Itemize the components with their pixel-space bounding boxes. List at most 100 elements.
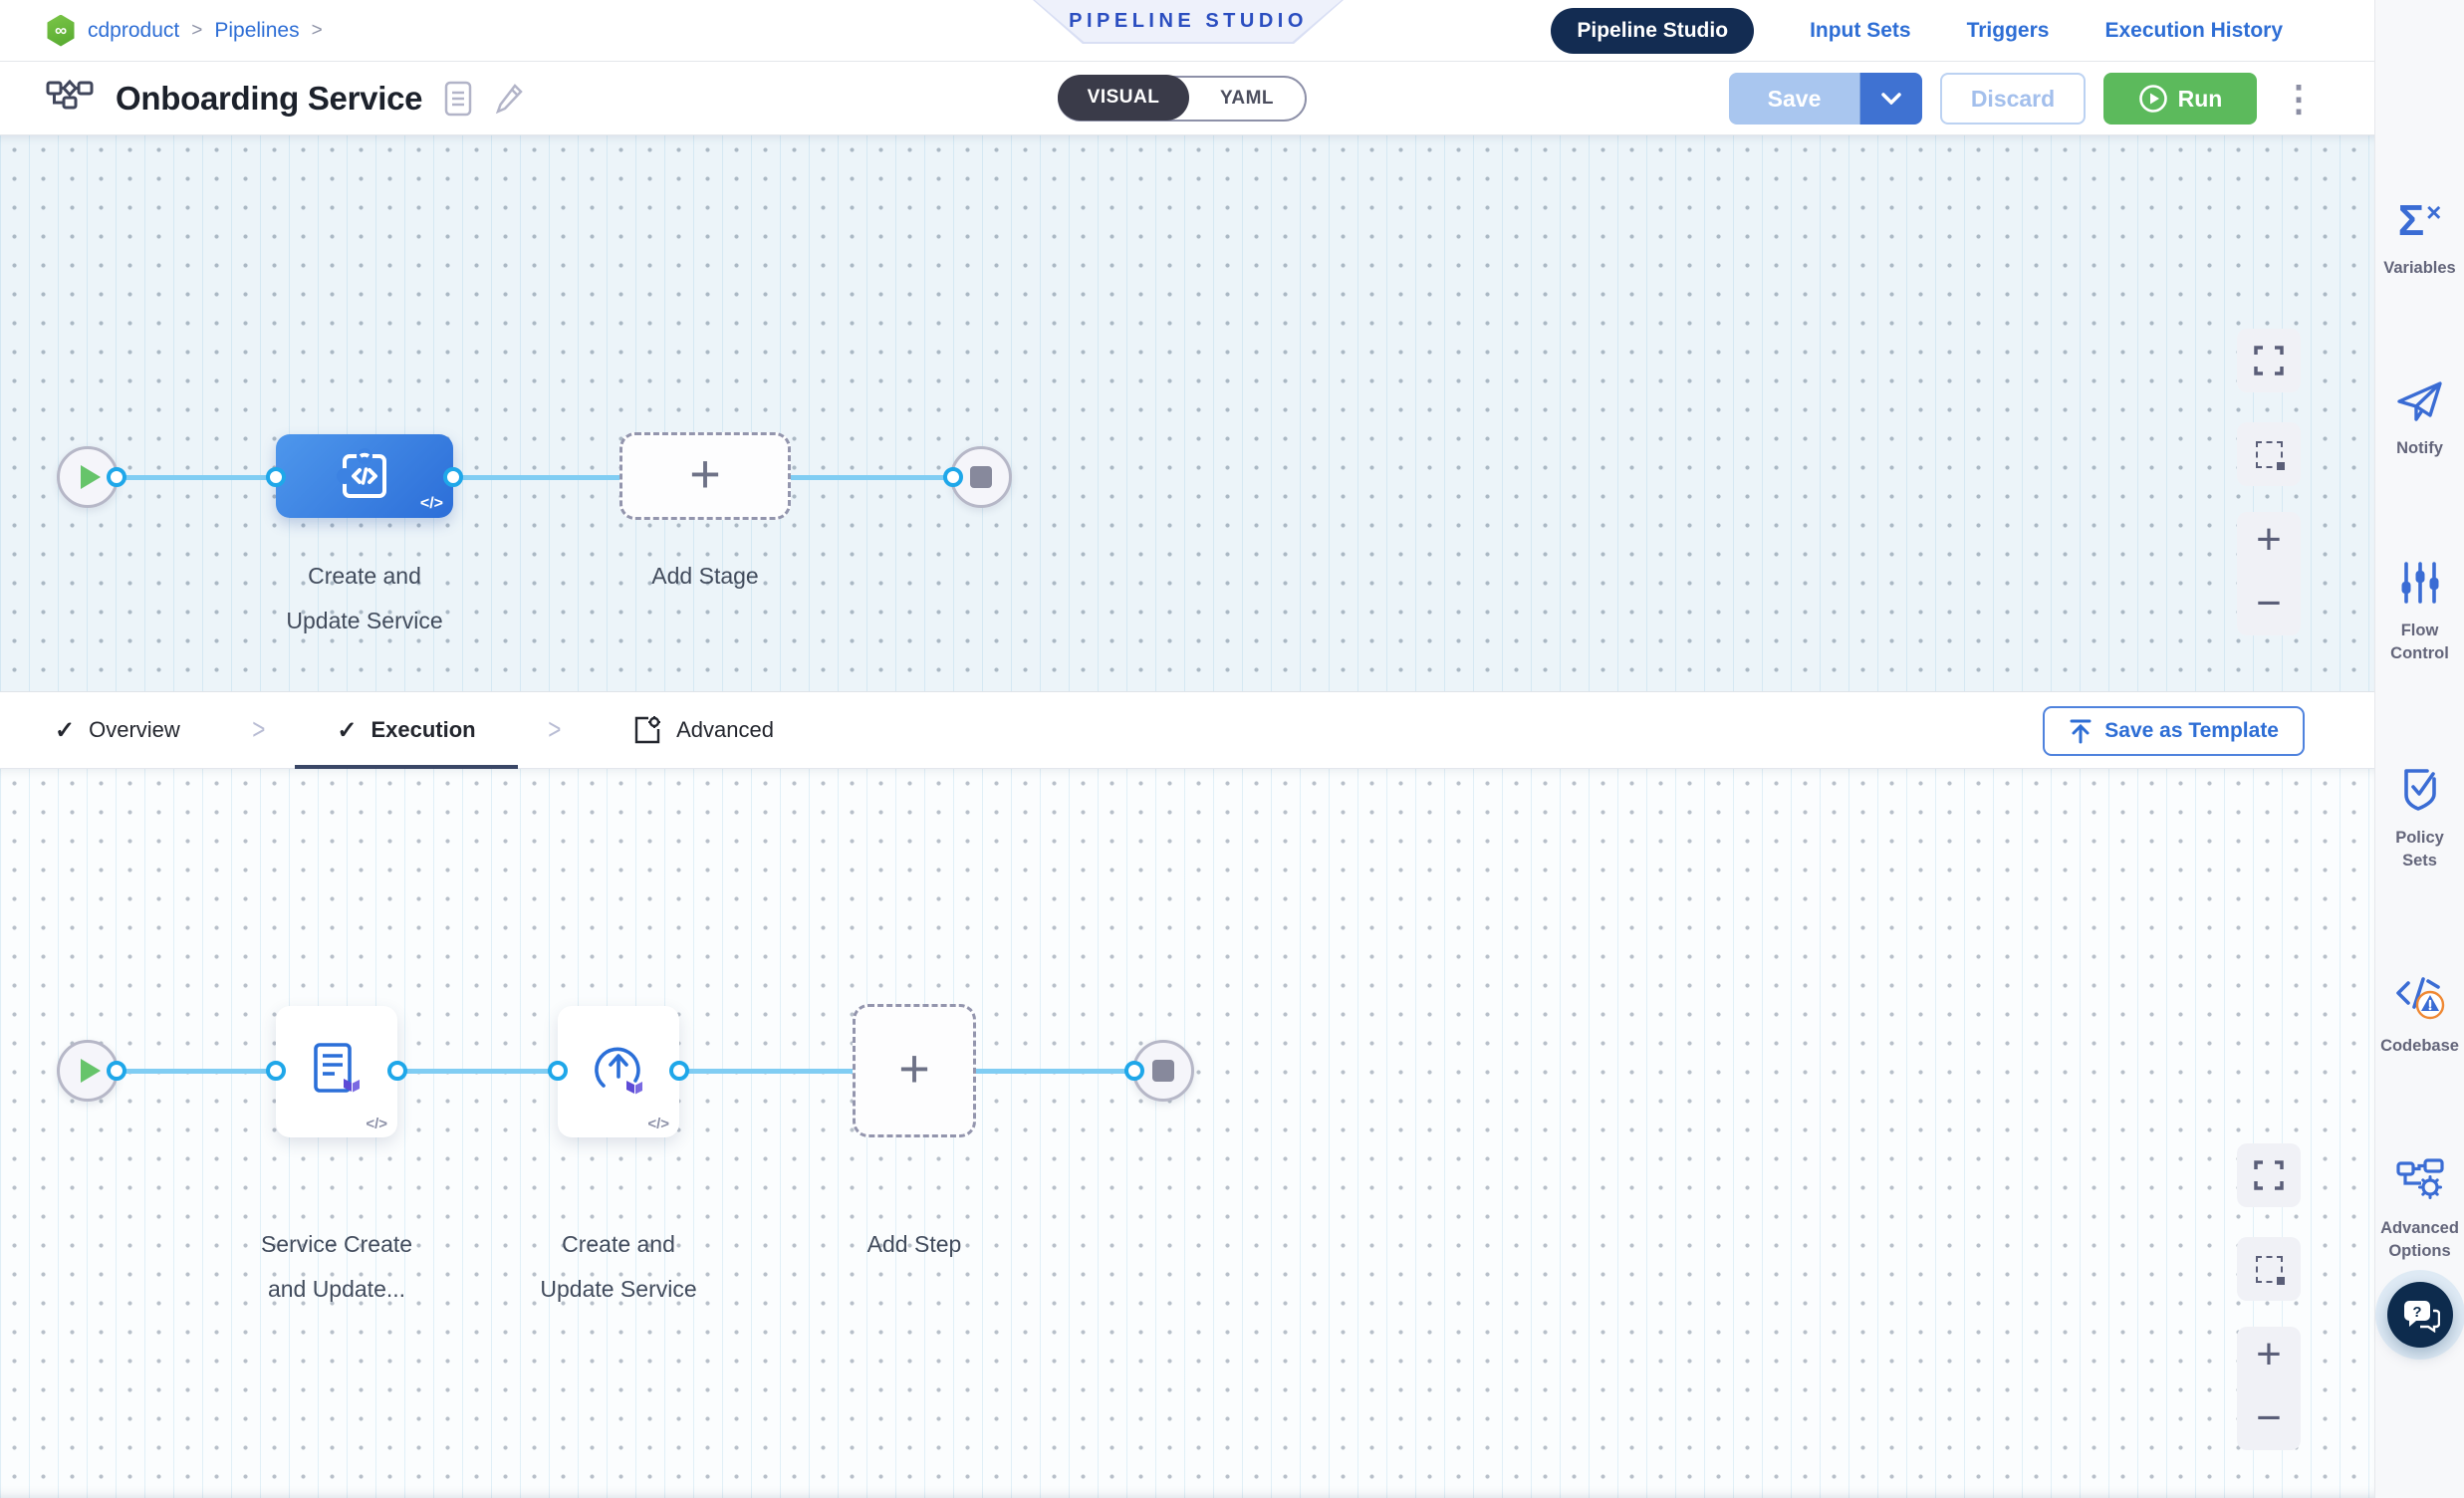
step-node-create-and-update-service[interactable]: </> [558,1006,679,1137]
add-stage-node[interactable]: + [619,432,791,520]
pipeline-title-group: Onboarding Service [0,78,526,120]
sidebar-item-advanced-options[interactable]: Advanced Options [2376,1157,2464,1263]
save-options-caret[interactable] [1860,73,1922,125]
paper-plane-icon [2396,381,2442,421]
connector-port[interactable] [266,1061,286,1081]
connector-port[interactable] [266,467,286,487]
chevron-right-icon: > [251,713,266,746]
pipeline-description-icon[interactable] [444,81,472,117]
step2-label-line2: Update Service [540,1276,697,1302]
connector-port[interactable] [1124,1061,1144,1081]
step2-label-line1: Create and [562,1231,675,1257]
more-options-menu[interactable]: ⋮ [2281,78,2317,119]
tab-execution-history[interactable]: Execution History [2104,19,2283,42]
run-play-icon [2138,85,2167,113]
connector-port[interactable] [387,1061,407,1081]
tab-execution[interactable]: ✓ Execution [295,691,518,769]
zoom-to-fit-button[interactable] [2237,1143,2301,1207]
sidebar-item-label: Flow Control [2390,622,2449,663]
fit-screen-icon [2254,346,2284,375]
run-button[interactable]: Run [2103,73,2257,125]
step1-label-line1: Service Create [260,1231,413,1257]
selection-box-icon [2255,440,2285,470]
breadcrumb-pipelines-link[interactable]: Pipelines [214,18,300,42]
pipeline-end-node[interactable] [950,446,1012,508]
fit-screen-icon [2254,1160,2284,1190]
pipeline-studio-banner-label: PIPELINE STUDIO [1035,0,1342,42]
pipeline-studio-banner: PIPELINE STUDIO [1033,0,1344,44]
visual-yaml-toggle: VISUAL YAML [1058,75,1307,122]
sliders-icon [2401,562,2438,604]
zoom-out-button[interactable]: − [2256,1393,2282,1442]
start-play-icon [80,465,101,489]
tab-overview[interactable]: ✓ Overview [13,691,222,769]
chevron-right-icon: > [547,713,561,746]
zoom-in-button[interactable]: + [2256,515,2282,564]
plus-icon: + [689,444,721,504]
tab-overview-label: Overview [89,717,180,742]
studio-right-sidebar: Σ× Variables Notify Flow Control [2374,0,2464,1498]
save-as-template-button[interactable]: Save as Template [2043,706,2305,756]
tab-input-sets[interactable]: Input Sets [1810,19,1911,42]
step1-label: Service Create and Update... [261,1222,412,1312]
plus-icon: + [898,1039,930,1099]
save-as-template-label: Save as Template [2104,719,2279,742]
connector-port[interactable] [548,1061,568,1081]
pipeline-header: Onboarding Service [0,62,2374,135]
sidebar-item-variables[interactable]: Σ× Variables [2376,199,2464,280]
multi-select-button[interactable] [2237,422,2301,486]
connector-port[interactable] [107,1061,126,1081]
toggle-yaml[interactable]: YAML [1219,88,1275,109]
add-stage-label: Add Stage [651,563,759,589]
advanced-settings-icon [634,716,661,744]
connector-port[interactable] [107,467,126,487]
zoom-in-button[interactable]: + [2256,1330,2282,1378]
zoom-controls: + − [2237,512,2301,635]
save-split-button: Save [1729,73,1922,125]
tab-pipeline-studio[interactable]: Pipeline Studio [1551,8,1755,54]
stage-canvas[interactable]: </> + Create and Update Service Add Stag… [0,135,2374,691]
edit-pipeline-icon[interactable] [494,82,526,116]
help-support-button[interactable]: ? [2386,1282,2453,1348]
discard-button[interactable]: Discard [1940,73,2086,125]
connector-port[interactable] [943,467,963,487]
tab-advanced[interactable]: Advanced [591,691,816,769]
zoom-to-fit-button[interactable] [2237,329,2301,392]
zoom-out-button[interactable]: − [2256,579,2282,627]
step-node-service-create-and-update[interactable]: </> [276,1006,397,1137]
header-actions: Save Discard Run ⋮ [1729,73,2323,125]
breadcrumb-project-link[interactable]: cdproduct [88,18,180,42]
toggle-visual[interactable]: VISUAL [1058,75,1189,121]
svg-text:?: ? [2412,1304,2421,1321]
tab-triggers[interactable]: Triggers [1966,19,2050,42]
breadcrumb-separator: > [191,19,203,41]
connector-port[interactable] [443,467,463,487]
main-column: ∞ cdproduct > Pipelines > PIPELINE STUDI… [0,0,2374,1498]
service-update-step-icon [595,1047,642,1095]
connector-port[interactable] [669,1061,689,1081]
check-icon: ✓ [337,716,358,744]
sidebar-item-label: Codebase [2380,1036,2459,1055]
breadcrumb-separator: > [311,19,323,41]
execution-step-canvas[interactable]: </> </> + [0,769,2374,1498]
shield-check-icon [2403,769,2436,812]
check-icon: ✓ [55,716,76,744]
add-step-node[interactable]: + [853,1004,976,1137]
tab-advanced-label: Advanced [676,717,774,742]
custom-stage-icon [337,448,386,498]
stage-label-line2: Update Service [286,608,443,633]
stage-node-create-and-update-service[interactable]: </> [276,434,453,518]
sidebar-item-policy-sets[interactable]: Policy Sets [2376,765,2464,873]
sidebar-item-label: Policy Sets [2395,829,2444,871]
sidebar-item-label: Variables [2383,259,2456,277]
multi-select-button[interactable] [2237,1237,2301,1301]
breadcrumb: ∞ cdproduct > Pipelines > [0,14,323,47]
sidebar-item-codebase[interactable]: Codebase [2376,973,2464,1058]
save-button[interactable]: Save [1729,73,1860,125]
step-yaml-badge: </> [647,1116,669,1132]
help-chat-icon: ? [2403,1301,2440,1333]
sidebar-item-notify[interactable]: Notify [2376,379,2464,460]
sidebar-item-flow-control[interactable]: Flow Control [2376,560,2464,665]
upload-icon [2070,719,2092,744]
